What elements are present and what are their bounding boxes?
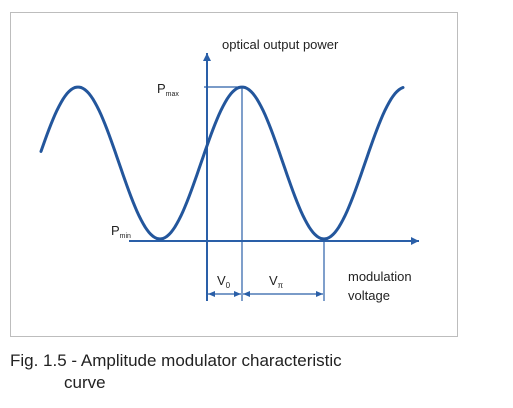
diagram-frame: optical output power Pmax Pmin V0 Vπ mod… (10, 12, 458, 337)
pmin-sub: min (120, 233, 131, 240)
pmin-label: Pmin (111, 223, 131, 240)
y-axis-title: optical output power (222, 37, 339, 52)
caption-line-2: curve (64, 373, 106, 392)
vpi-base: V (269, 273, 278, 288)
figure-caption: Fig. 1.5 - Amplitude modulator character… (10, 350, 490, 394)
v0-sub: 0 (226, 281, 231, 290)
vpi-sub: π (278, 281, 284, 290)
pmin-base: P (111, 223, 120, 238)
x-axis-title-line2: voltage (348, 288, 390, 303)
x-axis-title-line1: modulation (348, 269, 412, 284)
modulator-curve (39, 85, 405, 241)
vpi-label: Vπ (269, 273, 284, 290)
v0-label: V0 (217, 273, 231, 290)
caption-line-1: Fig. 1.5 - Amplitude modulator character… (10, 351, 342, 370)
pmax-label: Pmax (157, 81, 179, 98)
characteristic-curve-diagram: optical output power Pmax Pmin V0 Vπ mod… (39, 37, 419, 303)
pmax-sub: max (166, 91, 180, 98)
v0-base: V (217, 273, 226, 288)
pmax-base: P (157, 81, 166, 96)
